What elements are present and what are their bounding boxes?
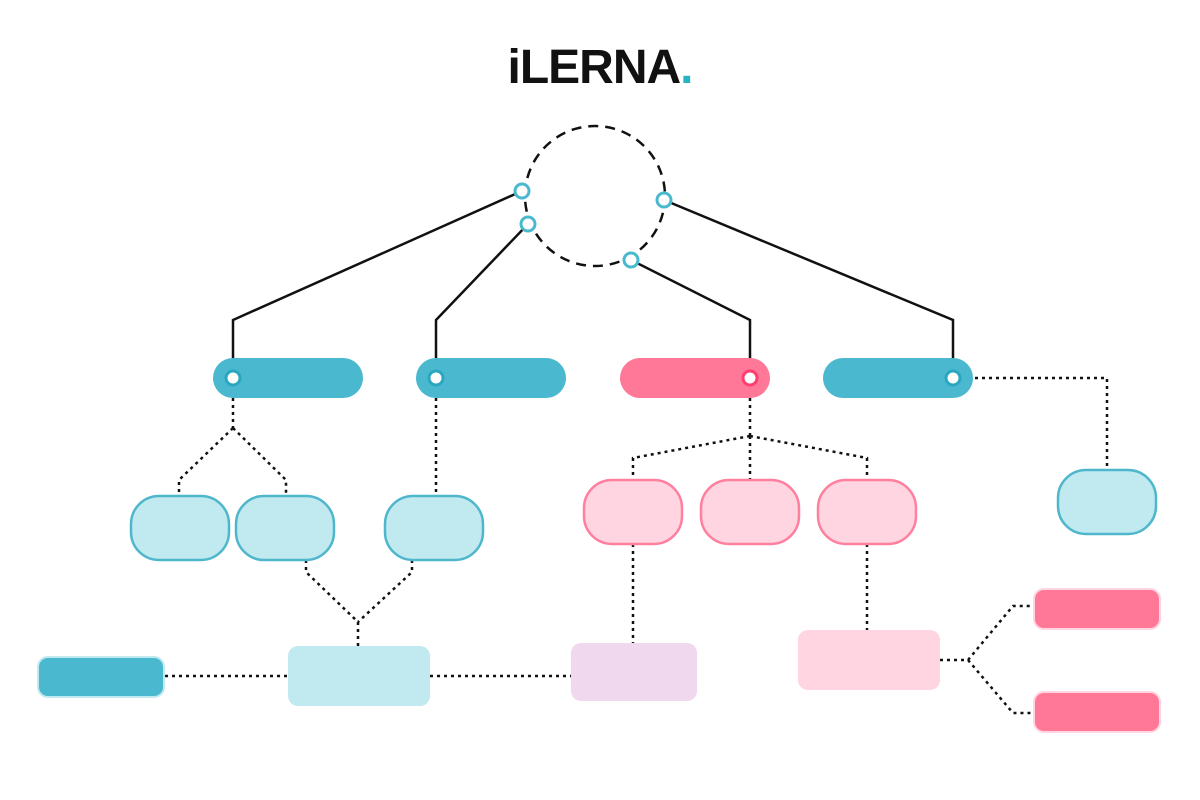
level1-bar-3 [620, 358, 770, 398]
bar3-ring [741, 369, 759, 387]
dotted-bar1-right [232, 427, 288, 496]
level1-bar-2 [416, 358, 566, 398]
pink-box-3 [816, 478, 918, 546]
bar1-ring [224, 369, 242, 387]
dotted-connectors [165, 376, 1109, 715]
teal-box-3 [383, 494, 485, 562]
lavender-rect [571, 643, 697, 701]
ring-marker-3 [655, 191, 673, 209]
dotted-merge-left [304, 560, 359, 623]
dotted-merge-right [357, 560, 414, 623]
dotted-rect-down [967, 659, 1034, 715]
teal-box-right [1056, 468, 1158, 536]
logo-text: iLERNA [507, 41, 681, 94]
ilerna-logo: iLERNA. [0, 38, 1200, 98]
dotted-rect-up [967, 604, 1034, 661]
dotted-bar4-link [975, 376, 1109, 470]
ring-marker-2 [519, 215, 537, 233]
solid-connectors [231, 189, 955, 378]
pink-box-1 [582, 478, 684, 546]
bar4-ring [944, 369, 962, 387]
pink-bar-bottom [1033, 691, 1161, 733]
dotted-bar1-left [177, 427, 234, 496]
central-node [523, 124, 667, 268]
connector-markers [224, 182, 962, 387]
ring-marker-4 [622, 251, 640, 269]
ring-marker-1 [513, 182, 531, 200]
level1-bar-1 [213, 358, 363, 398]
pink-bar-top [1033, 588, 1161, 630]
teal-box-1 [129, 494, 231, 562]
level1-bar-4 [823, 358, 973, 398]
teal-box-2 [234, 494, 336, 562]
pink-box-2 [699, 478, 801, 546]
bar2-ring [427, 369, 445, 387]
logo-dot: . [680, 41, 693, 94]
connector-1 [231, 189, 523, 378]
connector-2 [434, 223, 529, 378]
left-teal-bar [37, 656, 165, 698]
connector-4 [663, 198, 955, 378]
light-pink-rect [798, 630, 940, 690]
dotted-bar3-left [631, 434, 751, 480]
center-teal-rect [288, 646, 430, 706]
dotted-bar3-right [749, 434, 869, 480]
